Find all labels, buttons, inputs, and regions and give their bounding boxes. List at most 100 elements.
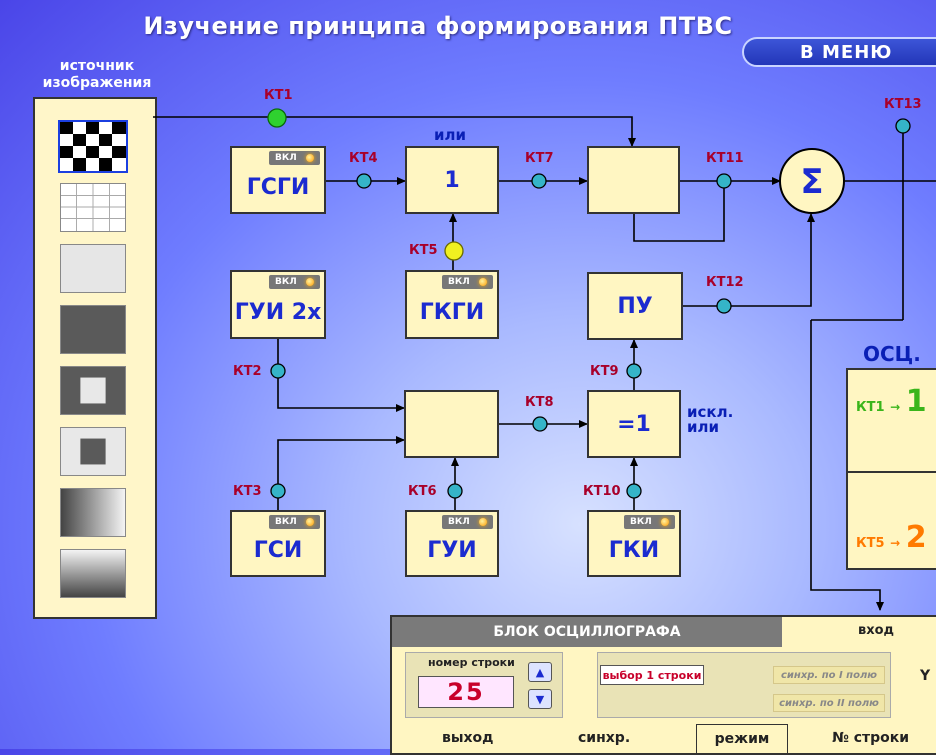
triangle-down-icon: ▼: [535, 692, 545, 706]
gki-power-indicator[interactable]: ВКЛ: [624, 515, 675, 529]
xor-label: искл. или: [687, 405, 733, 435]
select-one-row-field[interactable]: выбор 1 строки: [600, 665, 704, 685]
kt11-label: КТ11: [706, 151, 744, 166]
kt2-node[interactable]: [270, 363, 286, 379]
gui2x-power-indicator[interactable]: ВКЛ: [269, 275, 320, 289]
pu-label: ПУ: [617, 293, 653, 319]
menu-button[interactable]: В МЕНЮ: [742, 37, 936, 67]
row-up-button[interactable]: ▲: [528, 662, 552, 682]
vkl-label: ВКЛ: [448, 277, 470, 287]
kt1-label: КТ1: [264, 88, 293, 103]
ch1-number: 1: [905, 384, 927, 419]
ch2-number: 2: [905, 520, 927, 555]
source-checkerboard-thumb[interactable]: [58, 120, 128, 173]
source-vertical-gradient-thumb[interactable]: [60, 549, 126, 598]
source-panel: [33, 97, 157, 619]
xor-label-line1: искл.: [687, 403, 734, 421]
source-white-square-thumb[interactable]: [60, 366, 126, 415]
gki-label: ГКИ: [608, 538, 660, 563]
xor-block[interactable]: =1: [587, 390, 681, 458]
or-symbol: 1: [444, 167, 460, 193]
gsgi-label: ГСГИ: [246, 175, 310, 200]
kt5-label: КТ5: [409, 243, 438, 258]
pu-block[interactable]: ПУ: [587, 272, 683, 340]
switch-block-bottom[interactable]: [404, 390, 499, 458]
kt13-node[interactable]: [895, 118, 911, 134]
xor-label-line2: или: [687, 418, 720, 436]
source-white-field-thumb[interactable]: [60, 244, 126, 293]
triangle-up-icon: ▲: [535, 665, 545, 679]
kt8-label: КТ8: [525, 395, 554, 410]
led-icon: [661, 518, 669, 526]
vkl-label: ВКЛ: [448, 517, 470, 527]
gkgi-label: ГКГИ: [419, 300, 485, 325]
kt5-node[interactable]: [444, 241, 464, 261]
gui-block[interactable]: ВКЛ ГУИ: [405, 510, 499, 577]
kt12-label: КТ12: [706, 275, 744, 290]
source-horizontal-gradient-thumb[interactable]: [60, 488, 126, 537]
vkl-label: ВКЛ: [275, 153, 297, 163]
osc-channel-2[interactable]: КТ5 → 2: [856, 520, 927, 555]
row-down-button[interactable]: ▼: [528, 689, 552, 709]
gsi-block[interactable]: ВКЛ ГСИ: [230, 510, 326, 577]
page-title: Изучение принципа формирования ПТВС: [143, 12, 733, 40]
or-block[interactable]: 1: [405, 146, 499, 214]
switch-block-top[interactable]: [587, 146, 680, 214]
kt10-node[interactable]: [626, 483, 642, 499]
source-dark-square-thumb[interactable]: [60, 427, 126, 476]
summator-block[interactable]: Σ: [778, 147, 846, 215]
ch1-source: КТ1: [856, 400, 885, 415]
gsgi-block[interactable]: ВКЛ ГСГИ: [230, 146, 326, 214]
source-label: источник изображения: [42, 58, 152, 91]
osc-channel-1[interactable]: КТ1 → 1: [856, 384, 927, 419]
kt8-node[interactable]: [532, 416, 548, 432]
input-label: вход: [858, 623, 895, 638]
led-icon: [306, 518, 314, 526]
led-icon: [479, 518, 487, 526]
led-icon: [479, 278, 487, 286]
gki-block[interactable]: ВКЛ ГКИ: [587, 510, 681, 577]
kt9-label: КТ9: [590, 364, 619, 379]
led-icon: [306, 154, 314, 162]
gui2x-block[interactable]: ВКЛ ГУИ 2х: [230, 270, 326, 339]
kt11-node[interactable]: [716, 173, 732, 189]
kt2-label: КТ2: [233, 364, 262, 379]
kt4-node[interactable]: [356, 173, 372, 189]
source-dark-field-thumb[interactable]: [60, 305, 126, 354]
sigma-icon: Σ: [800, 162, 823, 202]
led-icon: [306, 278, 314, 286]
arrow-right-icon: →: [890, 400, 901, 414]
gsi-power-indicator[interactable]: ВКЛ: [269, 515, 320, 529]
sync-field-2-option[interactable]: синхр. по II полю: [773, 694, 885, 712]
ch2-source: КТ5: [856, 536, 885, 551]
kt6-label: КТ6: [408, 484, 437, 499]
kt3-node[interactable]: [270, 483, 286, 499]
sync-label: синхр.: [578, 730, 631, 746]
gkgi-power-indicator[interactable]: ВКЛ: [442, 275, 493, 289]
gsi-label: ГСИ: [253, 538, 303, 563]
kt7-label: КТ7: [525, 151, 554, 166]
row-number-title: номер строки: [428, 656, 515, 669]
vkl-label: ВКЛ: [275, 277, 297, 287]
kt7-node[interactable]: [531, 173, 547, 189]
kt4-label: КТ4: [349, 151, 378, 166]
gsgi-power-indicator[interactable]: ВКЛ: [269, 151, 320, 165]
gui-power-indicator[interactable]: ВКЛ: [442, 515, 493, 529]
mode-button[interactable]: режим: [696, 724, 788, 754]
osc-channel-panel: [846, 368, 936, 570]
source-grid-thumb[interactable]: [60, 183, 126, 232]
xor-symbol: =1: [617, 411, 651, 437]
sync-field-1-option[interactable]: синхр. по I полю: [773, 666, 885, 684]
output-label: выход: [442, 730, 494, 746]
kt12-node[interactable]: [716, 298, 732, 314]
osc-label: ОСЦ.: [863, 342, 921, 366]
kt6-node[interactable]: [447, 483, 463, 499]
gui-label: ГУИ: [427, 538, 477, 563]
oscillograph-header: БЛОК ОСЦИЛЛОГРАФА: [392, 617, 782, 647]
gkgi-block[interactable]: ВКЛ ГКГИ: [405, 270, 499, 339]
kt9-node[interactable]: [626, 363, 642, 379]
kt1-node[interactable]: [267, 108, 287, 128]
row-number-display: 25: [418, 676, 514, 708]
vkl-label: ВКЛ: [630, 517, 652, 527]
